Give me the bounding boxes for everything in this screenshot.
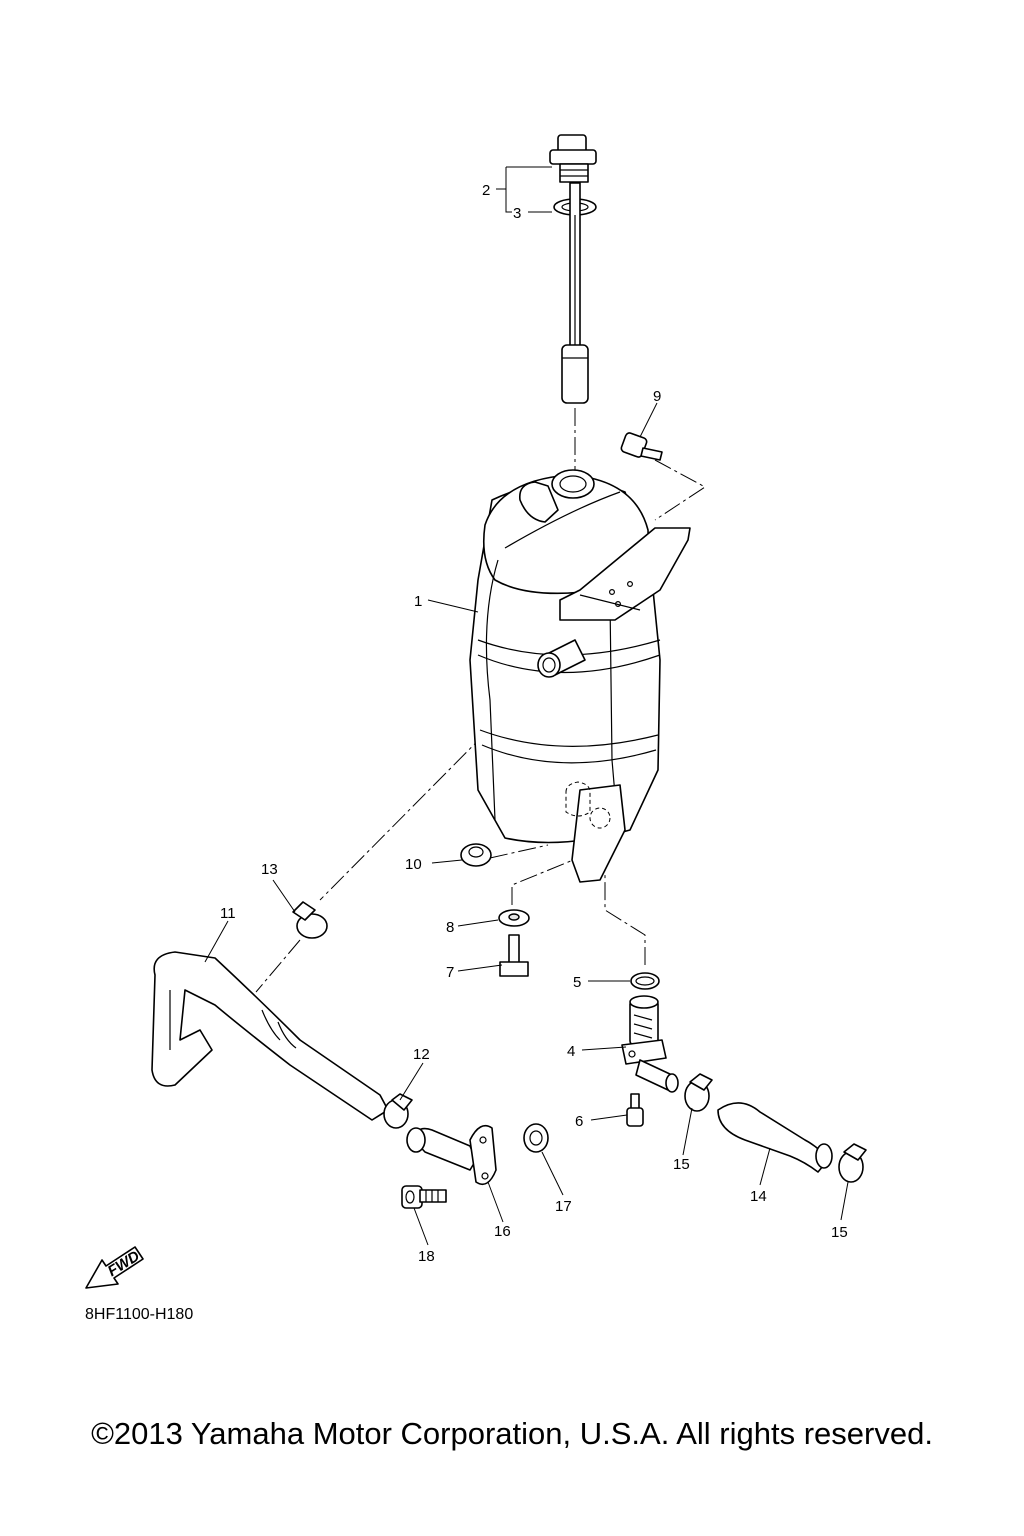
callout-15b: 15 — [831, 1224, 848, 1241]
washer-8 — [498, 909, 530, 927]
fwd-arrow-icon: FWD — [85, 1246, 144, 1289]
fitting-4 — [621, 995, 679, 1093]
hose-clamp-12 — [383, 1093, 413, 1129]
callout-11: 11 — [220, 905, 236, 922]
hose-11 — [151, 951, 389, 1121]
callout-1: 1 — [414, 593, 422, 610]
bolt-7 — [499, 934, 529, 977]
leader-lines — [204, 166, 849, 1246]
callout-8: 8 — [446, 919, 454, 936]
callout-17: 17 — [555, 1198, 572, 1215]
callout-18: 18 — [418, 1248, 435, 1265]
callout-15a: 15 — [673, 1156, 690, 1173]
hose-14 — [717, 1102, 833, 1173]
callout-2: 2 — [482, 182, 490, 199]
callout-10: 10 — [405, 856, 422, 873]
callout-16: 16 — [494, 1223, 511, 1240]
callout-9: 9 — [653, 388, 661, 405]
copyright-notice: ©2013 Yamaha Motor Corporation, U.S.A. A… — [91, 1416, 933, 1451]
callout-6: 6 — [575, 1113, 583, 1130]
diagram-code: 8HF1100-H180 — [85, 1306, 194, 1323]
callout-13: 13 — [261, 861, 278, 878]
callout-5: 5 — [573, 974, 581, 991]
nut-10 — [460, 843, 492, 867]
hose-clamp-13 — [292, 901, 328, 939]
bolt-9 — [620, 432, 663, 461]
callout-14: 14 — [750, 1188, 767, 1205]
bolt-18 — [401, 1185, 447, 1209]
hose-clamp-15a — [684, 1073, 713, 1112]
grommet-17 — [523, 1123, 549, 1153]
callout-7: 7 — [446, 964, 454, 981]
hose-clamp-15b — [838, 1143, 867, 1183]
oil-tank — [469, 469, 691, 883]
o-ring-5 — [630, 972, 660, 990]
pipe-fitting-16 — [406, 1124, 497, 1186]
callout-4: 4 — [567, 1043, 575, 1060]
callout-3: 3 — [513, 205, 521, 222]
level-sensor — [549, 134, 597, 404]
callout-12: 12 — [413, 1046, 430, 1063]
callouts: 1 2 3 4 5 6 7 8 9 10 11 12 13 14 15 15 1… — [220, 182, 848, 1265]
screw-6 — [626, 1093, 644, 1127]
